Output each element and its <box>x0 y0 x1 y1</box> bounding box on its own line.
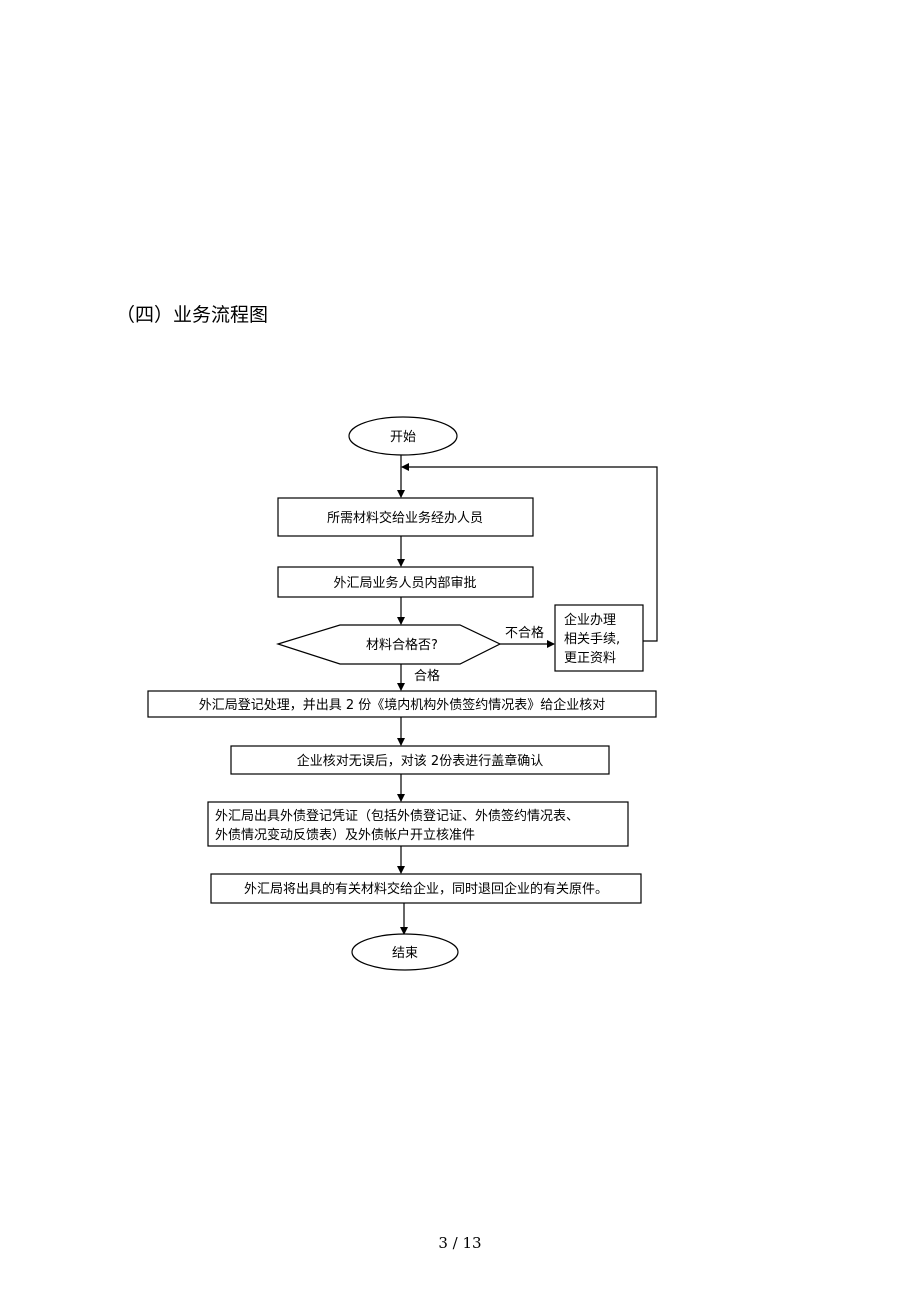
step-company-confirm-label: 企业核对无误后，对该 2份表进行盖章确认 <box>297 753 543 769</box>
fix-line-3: 更正资料 <box>564 651 616 666</box>
step-return-materials: 外汇局将出具的有关材料交给企业，同时退回企业的有关原件。 <box>210 873 642 904</box>
step-issue-certificate-line-1: 外汇局出具外债登记凭证（包括外债登记证、外债签约情况表、 <box>215 808 579 824</box>
start-node: 开始 <box>348 416 458 456</box>
step-issue-certificate-line-2: 外债情况变动反馈表）及外债帐户开立核准件 <box>215 827 475 843</box>
step-submit-materials-label: 所需材料交给业务经办人员 <box>327 510 483 526</box>
page-number: 3 / 13 <box>438 1234 482 1252</box>
decision-materials-qualified: 材料合格否? <box>276 624 502 665</box>
end-label: 结束 <box>392 946 418 961</box>
end-node: 结束 <box>351 933 459 971</box>
start-label: 开始 <box>390 430 416 445</box>
decision-label: 材料合格否? <box>366 637 438 653</box>
label-not-qualified: 不合格 <box>505 625 544 641</box>
arrow-fix-loop-back <box>401 463 658 642</box>
step-company-confirm: 企业核对无误后，对该 2份表进行盖章确认 <box>230 745 610 775</box>
label-qualified: 合格 <box>414 668 440 684</box>
step-submit-materials: 所需材料交给业务经办人员 <box>277 497 534 537</box>
step-internal-approval-label: 外汇局业务人员内部审批 <box>333 575 476 591</box>
step-return-materials-label: 外汇局将出具的有关材料交给企业，同时退回企业的有关原件。 <box>244 881 608 897</box>
step-registration: 外汇局登记处理，并出具 2 份《境内机构外债签约情况表》给企业核对 <box>147 690 657 718</box>
step-issue-certificate: 外汇局出具外债登记凭证（包括外债登记证、外债签约情况表、 外债情况变动反馈表）及… <box>207 801 629 847</box>
fix-line-2: 相关手续, <box>564 632 620 647</box>
section-heading: （四）业务流程图 <box>116 304 269 326</box>
step-company-fix: 企业办理 相关手续, 更正资料 <box>554 604 644 672</box>
step-internal-approval: 外汇局业务人员内部审批 <box>277 566 534 598</box>
fix-line-1: 企业办理 <box>564 612 616 628</box>
step-registration-label: 外汇局登记处理，并出具 2 份《境内机构外债签约情况表》给企业核对 <box>199 697 606 713</box>
